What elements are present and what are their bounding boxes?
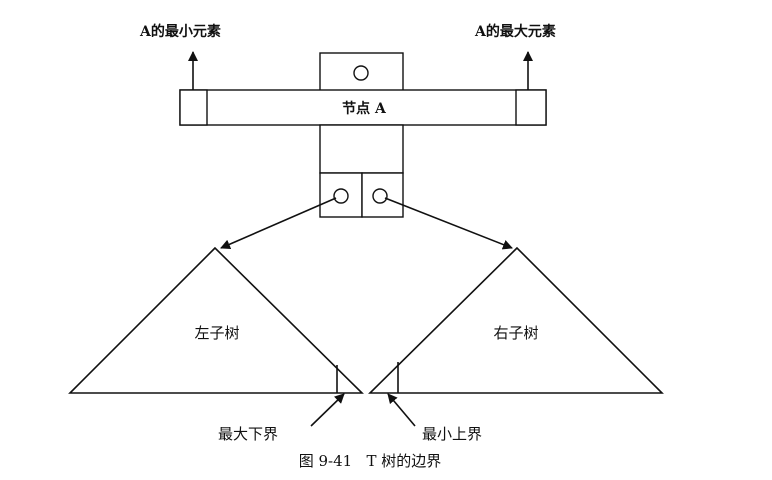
left-subtree-triangle: [68, 246, 364, 394]
node-a-label: 节点 A: [342, 100, 387, 117]
min-upper-bound-label: 最小上界: [422, 425, 482, 443]
node-data-bar: [179, 89, 547, 126]
right-subtree-triangle: [368, 246, 664, 394]
max-element-cell: [515, 89, 547, 126]
node-control-box: [319, 124, 404, 174]
parent-pointer-circle: [353, 65, 369, 81]
right-child-arrow: [384, 197, 513, 250]
min-element-label: A的最小元素: [139, 23, 221, 40]
max-element-label: A的最大元素: [474, 23, 556, 40]
left-subtree-label: 左子树: [194, 324, 239, 342]
left-child-arrow: [220, 197, 337, 249]
min-element-cell: [179, 89, 208, 126]
left-child-pointer-circle: [333, 188, 349, 204]
right-subtree-label: 右子树: [493, 324, 538, 342]
max-lower-bound-arrow: [310, 393, 345, 427]
right-child-pointer-circle: [372, 188, 388, 204]
min-upper-bound-arrow: [387, 393, 416, 427]
max-lower-bound-label: 最大下界: [218, 425, 278, 443]
figure-caption: 图 9-41 T 树的边界: [299, 452, 442, 470]
